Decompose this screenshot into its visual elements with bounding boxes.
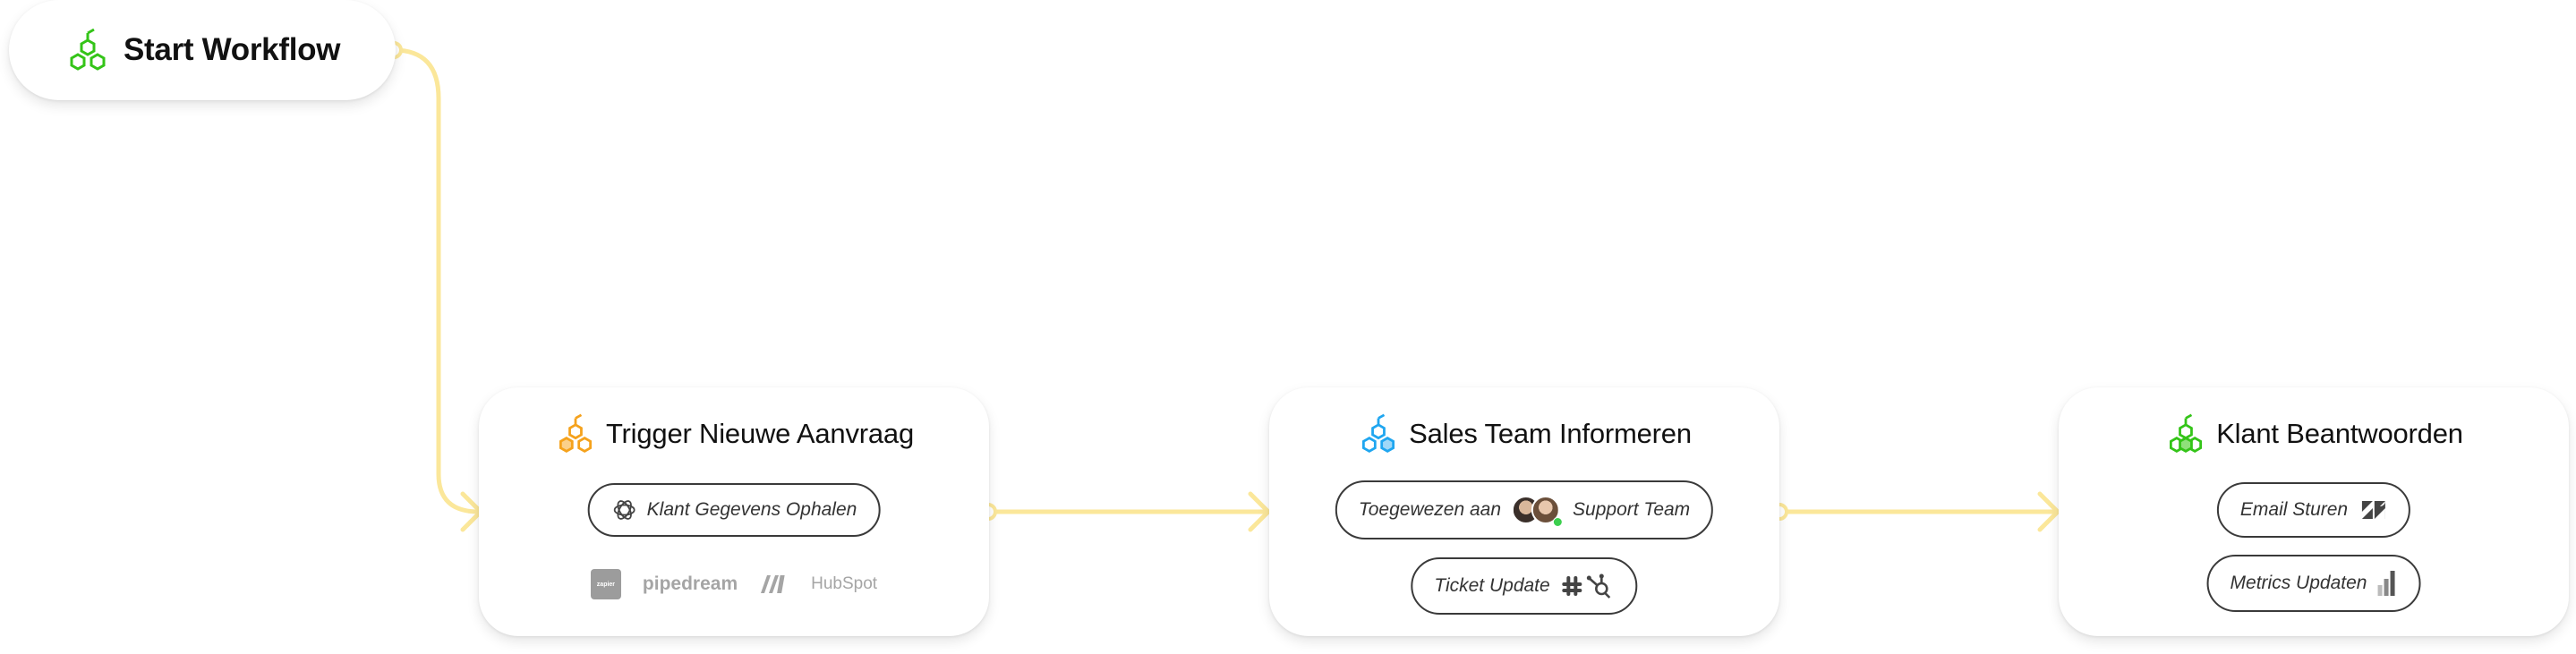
zendesk-icon [2360,499,2387,521]
avatars-icon [1512,494,1564,527]
action-label: Metrics Updaten [2230,573,2367,593]
integration-logos: zapier pipedream HubSpot [479,569,989,599]
hexagon-cluster-icon [2164,412,2207,455]
connector-start-to-trigger [385,41,483,532]
step-title: Trigger Nieuwe Aanvraag [605,418,915,449]
hexagon-cluster-icon [554,412,597,455]
action-email-sturen[interactable]: Email Sturen [2216,482,2411,538]
step-trigger-card[interactable]: Trigger Nieuwe Aanvraag Klant Gegevens O… [479,387,989,636]
step-header: Klant Beantwoorden [2059,412,2569,455]
step-title: Sales Team Informeren [1409,418,1692,449]
connector-sales-to-klant [1770,491,2060,532]
start-workflow-title: Start Workflow [124,32,341,67]
slack-hubspot-icon [1561,572,1615,600]
step-header: Sales Team Informeren [1269,412,1779,455]
step-sales-card[interactable]: Sales Team Informeren Toegewezen aan Sup… [1269,387,1779,636]
pipedream-logo: pipedream [642,573,738,594]
bar-chart-icon [2376,569,2397,598]
hexagon-cluster-icon [1357,412,1400,455]
start-workflow-node[interactable]: Start Workflow [9,0,396,100]
zapier-logo: zapier [590,569,621,599]
hubspot-logo: HubSpot [811,574,878,593]
action-label: Klant Gegevens Ophalen [646,499,857,520]
connector-trigger-to-sales [979,491,1271,532]
action-sublabel: Support Team [1573,499,1691,520]
make-logo-icon [759,573,789,595]
step-title: Klant Beantwoorden [2216,418,2463,449]
action-klant-gegevens-ophalen[interactable]: Klant Gegevens Ophalen [587,483,881,537]
action-label: Email Sturen [2239,499,2349,520]
action-toegewezen-aan[interactable]: Toegewezen aan Support Team [1335,480,1714,539]
action-metrics-updaten[interactable]: Metrics Updaten [2206,555,2421,612]
step-klant-card[interactable]: Klant Beantwoorden Email Sturen Metrics … [2059,387,2569,636]
online-status-dot [1553,517,1564,527]
hexagon-cluster-icon [64,28,111,72]
action-ticket-update[interactable]: Ticket Update [1411,557,1638,615]
action-label: Ticket Update [1434,575,1550,596]
avatar [1531,496,1561,524]
step-header: Trigger Nieuwe Aanvraag [479,412,989,455]
openai-icon [611,497,638,523]
action-label: Toegewezen aan [1358,499,1502,520]
